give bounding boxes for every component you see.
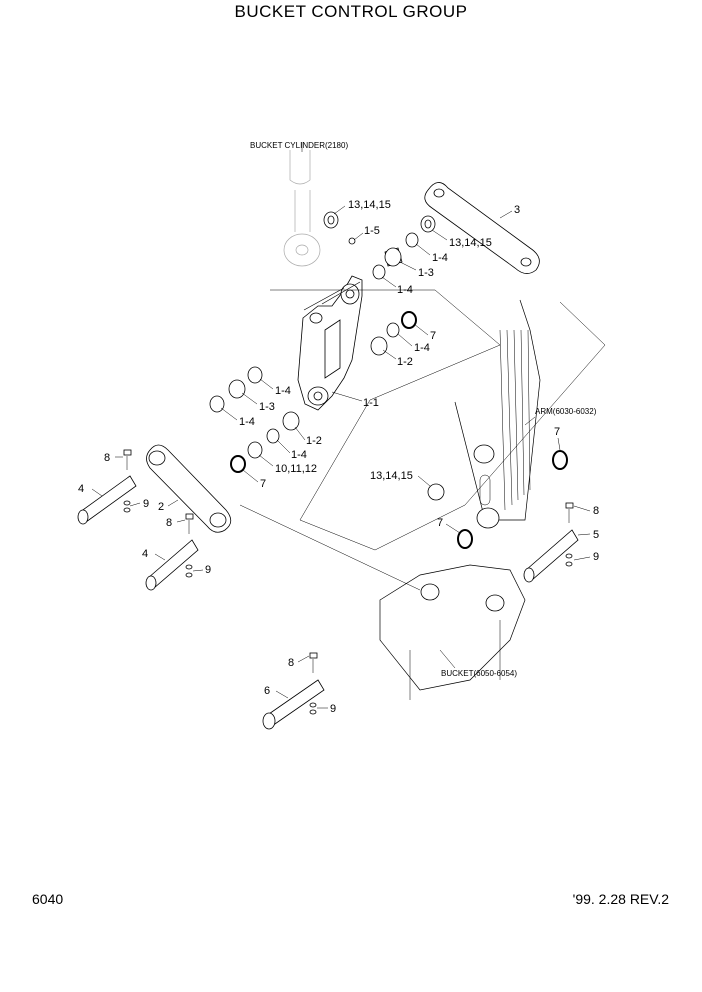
callout-1-2: 1-2 (306, 435, 322, 447)
callout-1-4: 1-4 (275, 385, 291, 397)
callout-9: 9 (330, 703, 336, 715)
leader-lines (91, 205, 591, 709)
arm-outline (454, 299, 541, 529)
callout-10-11-12: 10,11,12 (275, 463, 317, 475)
callout-13-14-15: 13,14,15 (449, 237, 492, 249)
callout-7: 7 (430, 330, 436, 342)
callout-9: 9 (205, 564, 211, 576)
pin-part-6 (262, 679, 325, 730)
callout-1-4: 1-4 (397, 284, 413, 296)
page-title: BUCKET CONTROL GROUP (234, 2, 468, 21)
label-arm: ARM(6030-6032) (535, 407, 597, 416)
link-part-2 (146, 444, 232, 533)
o-rings-part-7 (230, 311, 568, 549)
label-bucket: BUCKET(6050-6054) (441, 669, 517, 678)
callout-9: 9 (143, 498, 149, 510)
callout-9: 9 (593, 551, 599, 563)
pin-part-5 (523, 529, 579, 583)
callout-7: 7 (260, 478, 266, 490)
reference-outline (239, 289, 606, 591)
pin-part-4-lower (145, 539, 199, 591)
callout-6: 6 (264, 685, 270, 697)
callout-1-3: 1-3 (418, 267, 434, 279)
callout-1-5: 1-5 (364, 225, 380, 237)
bracket-part-1-1 (297, 275, 363, 411)
callout-4: 4 (78, 483, 84, 495)
washers-and-bushings (209, 211, 445, 501)
revision-note: '99. 2.28 REV.2 (572, 891, 669, 907)
callout-2: 2 (158, 501, 164, 513)
callout-1-1: 1-1 (363, 397, 379, 409)
callout-7: 7 (437, 517, 443, 529)
callout-4: 4 (142, 548, 148, 560)
callouts: 13,14,15 1-5 3 13,14,15 1-4 1-3 1-4 7 1-… (78, 199, 599, 715)
label-bucket-cylinder: BUCKET CYLINDER(2180) (250, 141, 348, 150)
callout-7: 7 (554, 426, 560, 438)
callout-1-4: 1-4 (432, 252, 448, 264)
page-number: 6040 (32, 891, 64, 907)
callout-8: 8 (104, 452, 110, 464)
link-part-3 (424, 182, 540, 274)
callout-8: 8 (288, 657, 294, 669)
callout-8: 8 (166, 517, 172, 529)
callout-1-4: 1-4 (239, 416, 255, 428)
pin-part-4-upper (77, 475, 137, 525)
callout-3: 3 (514, 204, 520, 216)
callout-1-4: 1-4 (291, 449, 307, 461)
callout-13-14-15: 13,14,15 (370, 470, 413, 482)
callout-1-4: 1-4 (414, 342, 430, 354)
callout-1-2: 1-2 (397, 356, 413, 368)
callout-5: 5 (593, 529, 599, 541)
callout-13-14-15: 13,14,15 (348, 199, 391, 211)
bolts-and-nuts (123, 449, 574, 715)
bucket-outline (379, 564, 526, 700)
callout-1-3: 1-3 (259, 401, 275, 413)
callout-8: 8 (593, 505, 599, 517)
bucket-cylinder-outline (283, 142, 321, 267)
